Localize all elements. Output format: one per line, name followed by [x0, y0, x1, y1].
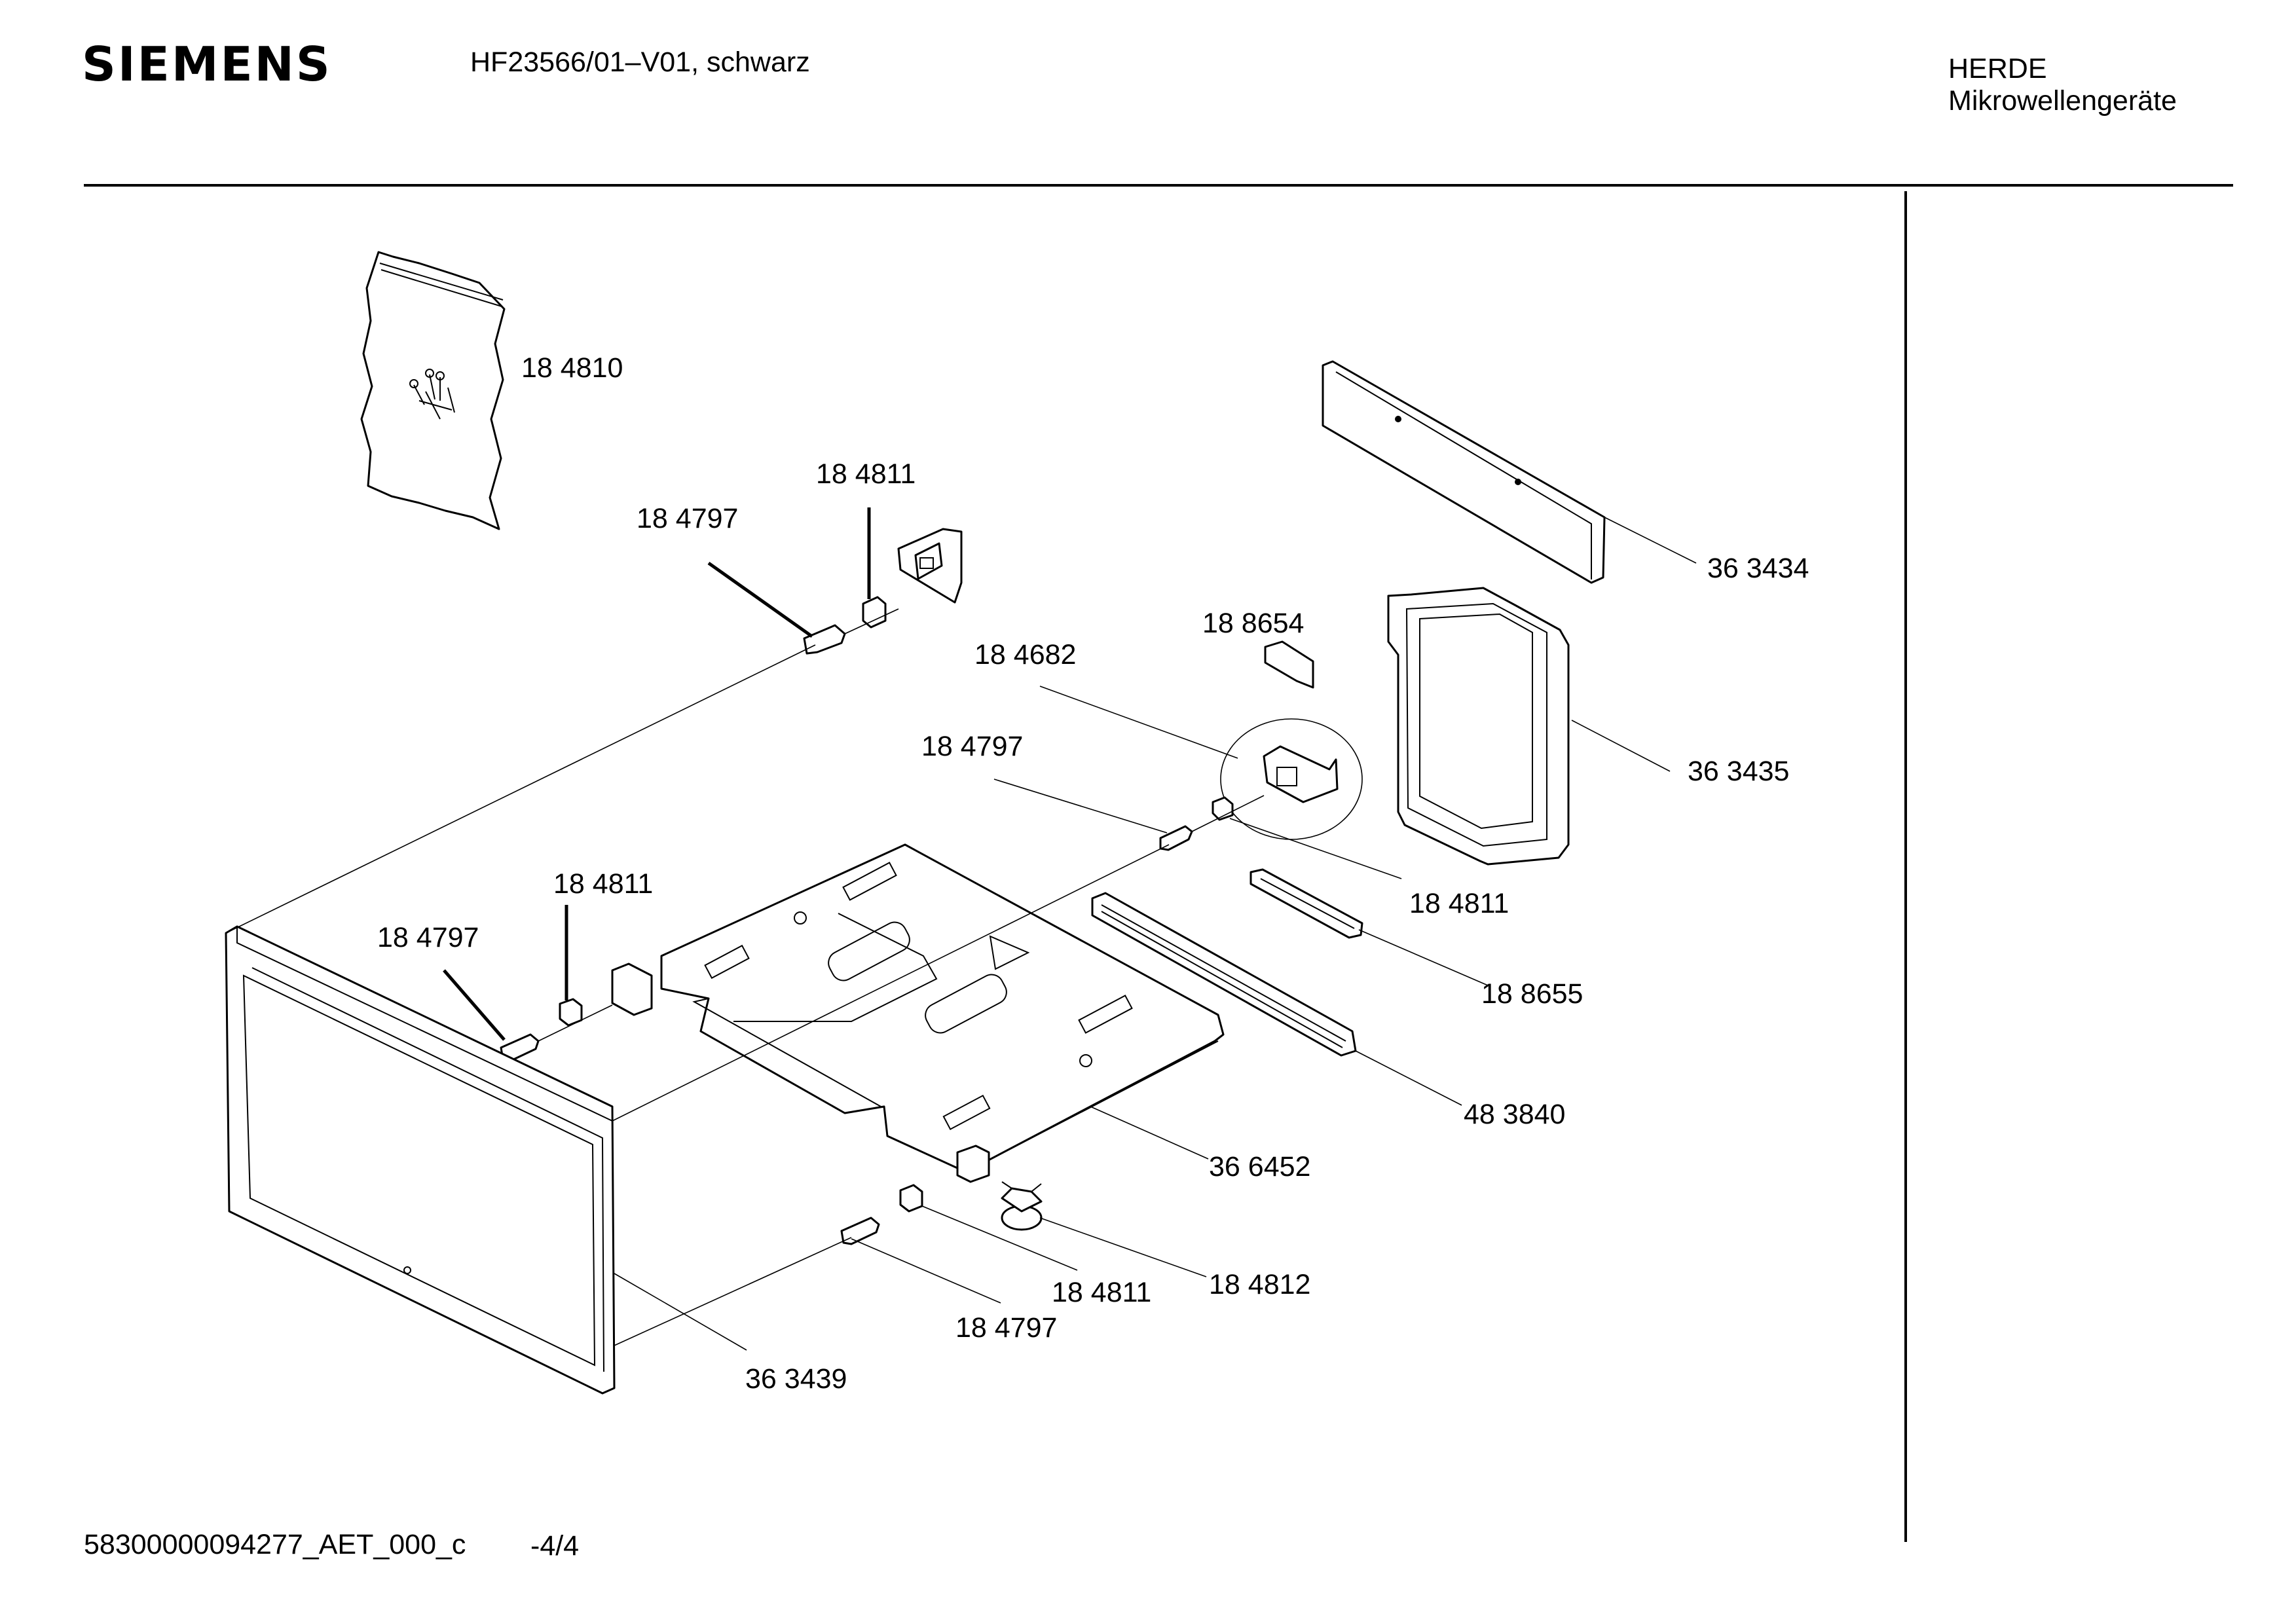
part-label: 36 3434	[1707, 553, 1809, 584]
screw-icon	[409, 369, 455, 420]
small-plate-part	[1264, 640, 1314, 689]
part-label: 36 3435	[1688, 756, 1789, 787]
part-label: 18 4797	[377, 922, 479, 953]
part-label: 18 4812	[1209, 1269, 1310, 1300]
base-plate-part	[660, 843, 1225, 1173]
air-duct-part	[1387, 587, 1570, 866]
category-primary: HERDE	[1948, 53, 2047, 84]
part-label: 18 4797	[921, 731, 1023, 762]
document-id: 58300000094277_AET_000_c	[84, 1529, 466, 1560]
detail-circle	[1220, 718, 1363, 840]
front-frame-part	[225, 925, 616, 1395]
part-label: 18 4811	[816, 458, 916, 490]
front-bracket-part	[956, 1145, 990, 1183]
part-label: 36 6452	[1209, 1151, 1310, 1182]
part-label: 18 8655	[1481, 978, 1583, 1010]
part-label: 18 4797	[955, 1312, 1057, 1344]
clip-part-top	[862, 596, 887, 629]
mid-bracket-part	[1263, 745, 1339, 803]
screw-bag-part	[360, 251, 506, 530]
part-label: 36 3439	[745, 1363, 847, 1395]
model-number: HF23566/01–V01, schwarz	[470, 46, 810, 78]
part-label: 18 4811	[1052, 1277, 1151, 1308]
assembly-guide-lines	[225, 608, 1265, 1346]
top-bracket-part	[897, 528, 963, 604]
clip-part-bottom	[899, 1184, 923, 1213]
wing-nut-part	[1001, 1181, 1043, 1231]
part-label: 18 8654	[1202, 608, 1304, 639]
page-number: -4/4	[530, 1530, 580, 1562]
trim-bar-part	[1322, 360, 1606, 584]
category-secondary: Mikrowellengeräte	[1948, 85, 2177, 117]
part-label: 18 4811	[1409, 888, 1509, 919]
brand-logo: SIEMENS	[82, 37, 332, 92]
part-label: 18 4682	[974, 639, 1076, 670]
part-label: 18 4797	[637, 503, 738, 534]
leader-lines	[443, 507, 1697, 1351]
left-bracket-part	[611, 962, 653, 1016]
part-label: 18 4811	[553, 868, 653, 900]
part-label: 18 4810	[521, 352, 623, 384]
screw-part-bottom	[840, 1217, 880, 1245]
screw-part-top	[803, 624, 846, 655]
part-label: 48 3840	[1464, 1099, 1565, 1130]
